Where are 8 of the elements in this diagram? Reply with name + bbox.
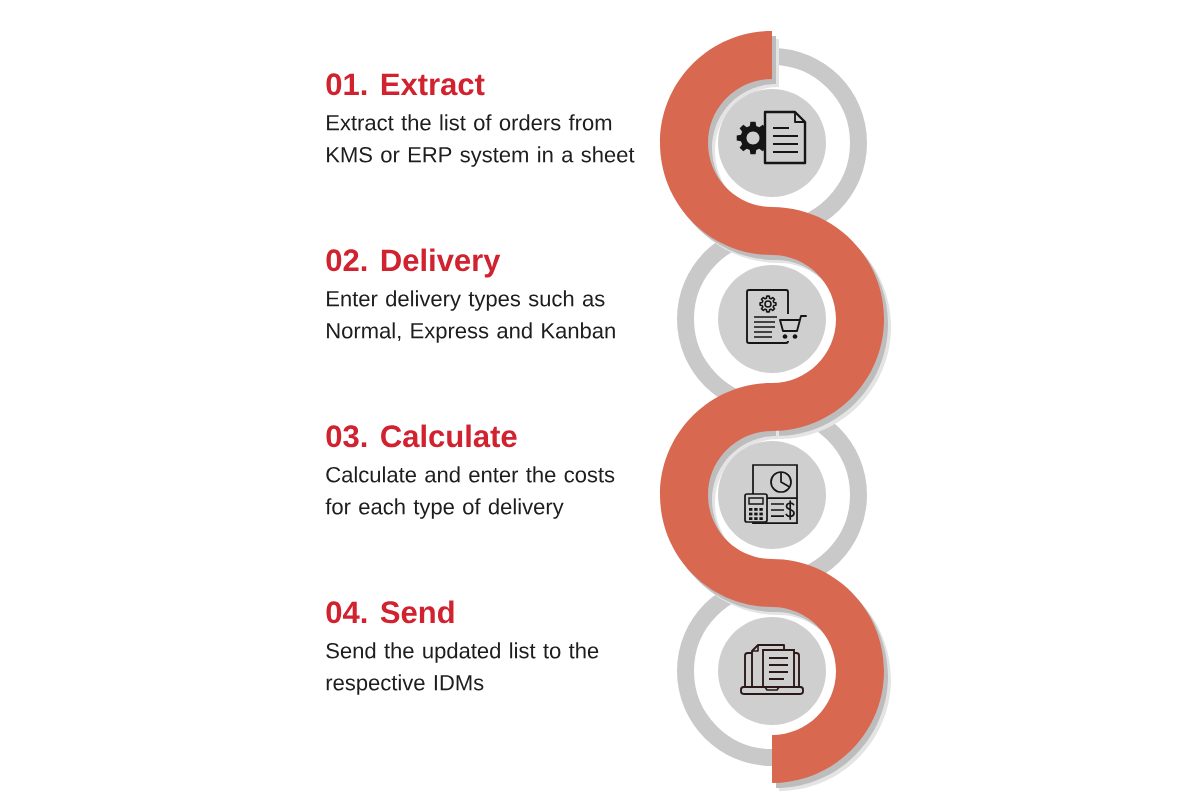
step-heading: 04. Send xyxy=(326,600,454,624)
step-description: Calculate and enter the costs for each type of delivery xyxy=(325,466,615,519)
step-description: Enter delivery types such as Normal, Express and Kanban xyxy=(327,290,615,343)
step-heading: 01. Extract xyxy=(326,73,485,96)
step-description: Extract the list of orders from KMS or ERP system in a sheet xyxy=(327,114,635,167)
step-heading: 02. Delivery xyxy=(326,248,501,278)
step-description: Send the updated list to the respective IDMs xyxy=(326,642,599,695)
step-heading: 03. Calculate xyxy=(326,424,517,448)
